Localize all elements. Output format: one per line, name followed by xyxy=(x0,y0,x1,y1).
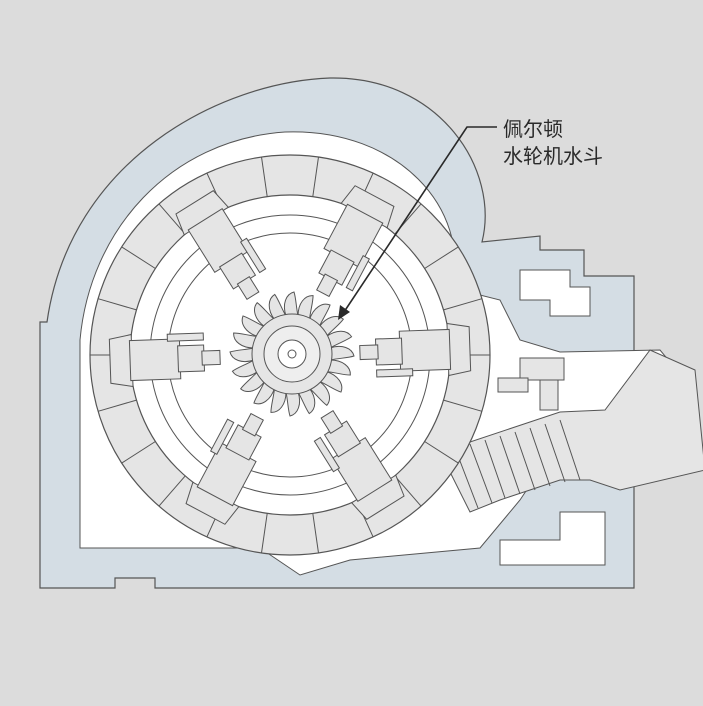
runner-bucket xyxy=(285,391,301,417)
nozzle xyxy=(313,409,405,520)
runner-bucket xyxy=(329,345,355,361)
ring-segment-line xyxy=(97,298,137,311)
ring-segment-line xyxy=(261,513,268,554)
ring-segment-line xyxy=(312,513,319,554)
runner-bucket xyxy=(270,387,287,413)
callout-label: 佩尔顿 水轮机水斗 xyxy=(503,116,683,170)
nozzle xyxy=(185,412,264,525)
ring-segment-line xyxy=(158,475,186,507)
upper-right-cutout xyxy=(519,269,591,317)
callout-leader xyxy=(338,126,497,320)
outlet-valve xyxy=(497,357,565,411)
outlet-channel xyxy=(439,349,703,513)
ring-segment-line xyxy=(443,298,483,311)
runner-bucket xyxy=(231,359,259,378)
nozzle-group xyxy=(108,185,472,525)
runner-bucket xyxy=(325,359,351,376)
ring-segment-line xyxy=(121,441,156,464)
ring-segment-line xyxy=(312,156,319,197)
ring-segment-line xyxy=(121,246,156,269)
ring-segment-line xyxy=(443,399,483,412)
runner-bucket xyxy=(297,295,314,321)
runner-bucket xyxy=(233,332,259,349)
ring-segment-line xyxy=(424,246,459,269)
runner-bucket xyxy=(297,387,316,415)
pelton-runner xyxy=(229,291,355,417)
lower-right-cutout xyxy=(499,511,606,566)
ring-segment-line xyxy=(394,475,422,507)
arrow-head-icon xyxy=(338,305,350,320)
ring-segment-line xyxy=(261,156,268,197)
runner-bucket xyxy=(229,347,255,363)
runner-bucket xyxy=(268,293,287,321)
runner-bucket xyxy=(325,330,353,349)
ring-segment-line xyxy=(424,441,459,464)
nozzle xyxy=(316,185,395,298)
nozzle xyxy=(175,190,267,301)
callout-line-1: 佩尔顿 xyxy=(503,117,563,141)
runner-bucket xyxy=(283,291,299,317)
nozzle xyxy=(108,332,221,388)
nozzle xyxy=(359,322,472,378)
ring-segment-line xyxy=(97,399,137,412)
ring-segment-line xyxy=(158,203,186,235)
callout-line-2: 水轮机水斗 xyxy=(503,144,603,168)
